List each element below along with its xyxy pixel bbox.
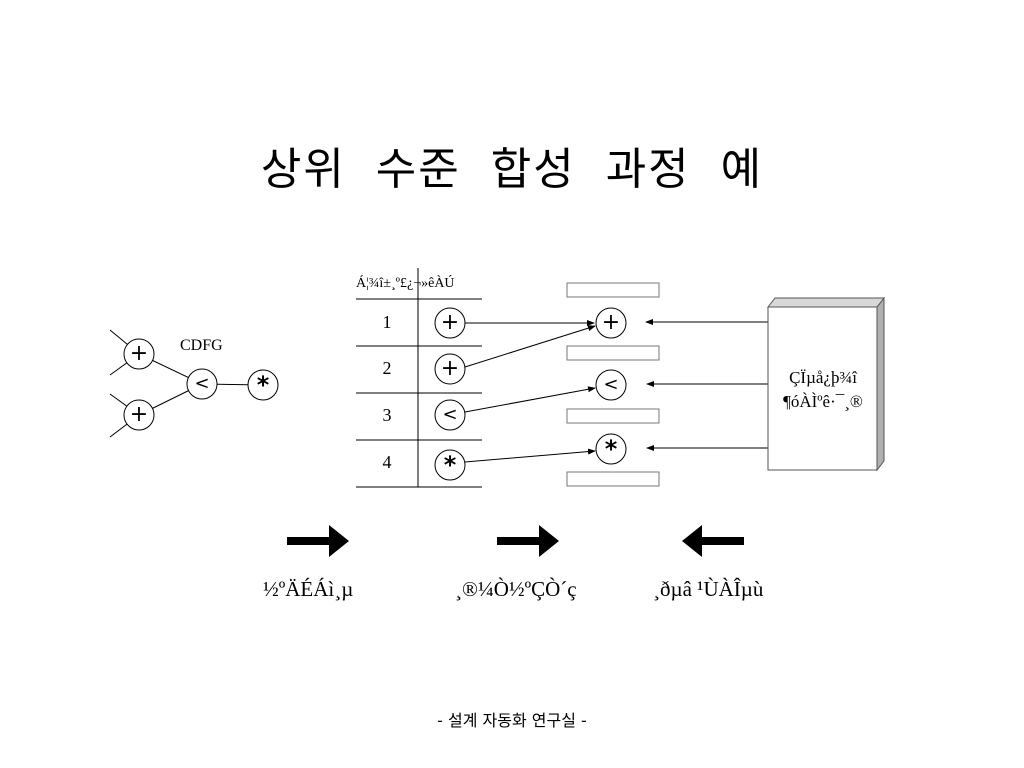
op-circle-2 xyxy=(434,353,466,385)
control-step-1: 1 xyxy=(382,312,392,332)
slide-title: 상위 수준 합성 과정 예 xyxy=(260,144,764,195)
library-line-1: ÇÏµå¿þ¾î xyxy=(789,368,857,387)
register-rect xyxy=(566,345,660,361)
left-arrow-icon xyxy=(682,525,744,557)
register-rect xyxy=(566,282,660,298)
arrow-op3 xyxy=(464,386,596,413)
cdfg-node-less-label: < xyxy=(194,373,210,394)
schedule-table-header: Á¦¾î±¸º£¿¬»êÀÚ xyxy=(356,276,455,291)
control-step-4: 4 xyxy=(382,452,392,472)
library-box xyxy=(766,296,886,472)
step-allocation: ¸®¼Ò½ºÇÒ´ç xyxy=(455,577,577,601)
unit-registers xyxy=(566,282,660,487)
footer: - 설계 자동화 연구실 - xyxy=(437,711,587,730)
schedule-op-circles xyxy=(434,307,466,481)
register-rect xyxy=(566,408,660,424)
unit-circle-less xyxy=(595,369,627,401)
cdfg-label: CDFG xyxy=(180,337,223,354)
op-label-2: + xyxy=(440,356,460,381)
binding-arrows xyxy=(464,320,596,463)
unit-circles xyxy=(595,307,627,465)
register-rect xyxy=(566,471,660,487)
cdfg-node-add-1-label: + xyxy=(129,341,149,366)
op-label-3: < xyxy=(442,404,458,425)
unit-label-mul: * xyxy=(604,435,618,463)
op-label-1: + xyxy=(440,310,460,335)
arrow-op4 xyxy=(464,448,596,463)
cdfg-node-add-2 xyxy=(123,399,155,431)
cdfg-node-mul-label: * xyxy=(256,371,270,399)
library-box-text: ÇÏµå¿þ¾î ¶óÀÌºê·¯¸® xyxy=(768,366,878,414)
op-label-4: * xyxy=(443,451,457,479)
cdfg-node-add-1 xyxy=(123,338,155,370)
step-arrows xyxy=(287,525,744,557)
library-line-2: ¶óÀÌºê·¯¸® xyxy=(783,392,863,411)
unit-label-less: < xyxy=(603,374,619,395)
right-arrow-icon xyxy=(287,525,349,557)
op-circle-3 xyxy=(434,399,466,431)
schedule-table-lines xyxy=(356,268,482,488)
cdfg-graph xyxy=(109,329,279,438)
control-step-3: 3 xyxy=(382,405,392,425)
arrow-op2 xyxy=(464,325,596,368)
step-binding: ¸ðµâ ¹ÙÀÎµù xyxy=(653,577,764,601)
unit-label-add: + xyxy=(601,310,621,335)
control-step-2: 2 xyxy=(382,358,392,378)
cdfg-node-add-2-label: + xyxy=(129,402,149,427)
right-arrow-icon xyxy=(497,525,559,557)
unit-circle-mul xyxy=(595,433,627,465)
op-circle-4 xyxy=(434,449,466,481)
step-scheduling: ½ºÄÉÁì¸µ xyxy=(263,577,354,601)
unit-circle-add xyxy=(595,307,627,339)
cdfg-node-less xyxy=(186,368,218,400)
library-arrows xyxy=(645,319,768,451)
cdfg-node-mul xyxy=(247,369,279,401)
